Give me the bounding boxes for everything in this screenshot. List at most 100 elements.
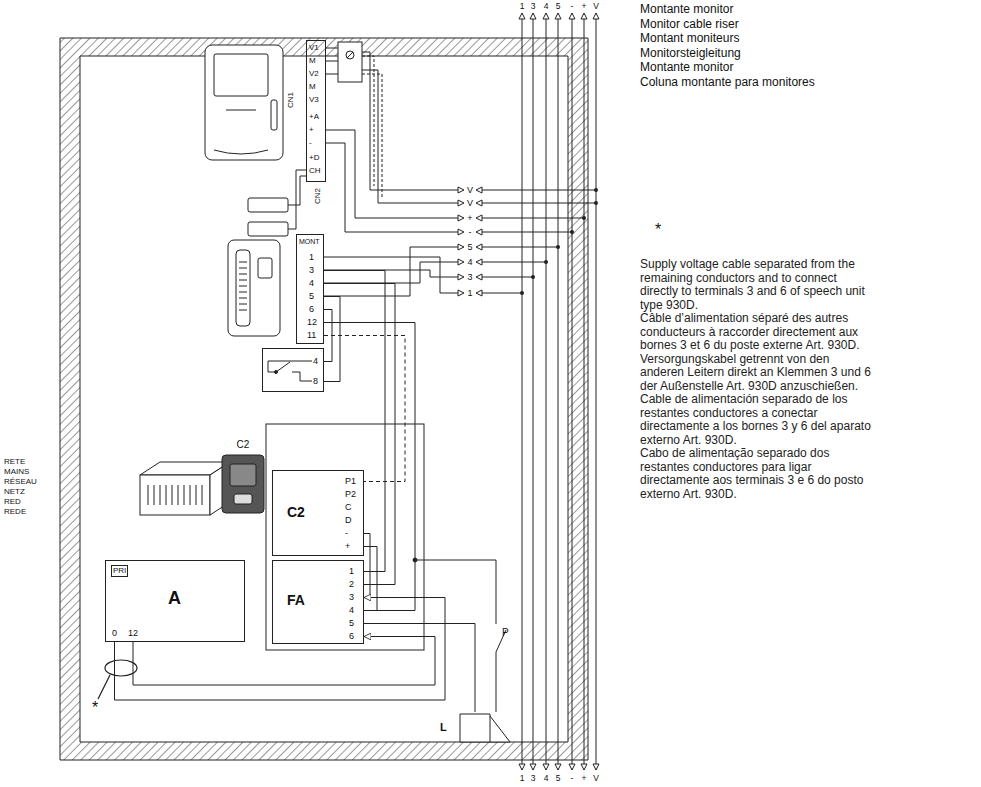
label-text: P [502, 628, 509, 638]
monitor-plug [346, 51, 354, 59]
cn2-plugs [288, 170, 306, 229]
pin-label: 8 [313, 377, 318, 386]
label-text: RED [4, 498, 21, 506]
label-text: MAINS [4, 468, 29, 476]
riser-stroke [458, 274, 464, 280]
door-phone-handset [228, 240, 280, 336]
riser-stroke [458, 229, 464, 235]
monitor-riser-wires [362, 70, 458, 203]
riser-stroke [544, 260, 548, 264]
label-text: 1 [520, 774, 525, 783]
label-text: CN2 [314, 188, 322, 204]
pin-label: M [309, 57, 316, 65]
door-phone-handset [236, 250, 250, 326]
riser-stroke [458, 215, 464, 221]
label-text: + [467, 214, 472, 223]
riser-lines [458, 13, 599, 770]
riser-stroke [533, 13, 534, 770]
monitor-plug [326, 42, 362, 82]
riser-stroke [582, 216, 586, 220]
pin-label: V2 [309, 70, 319, 78]
label-text: Monitor cable riser [640, 18, 739, 30]
entry-panel-c2 [222, 455, 264, 513]
interphone-riser-wires [324, 257, 458, 293]
riser-stroke [543, 13, 549, 19]
riser-stroke [458, 187, 464, 193]
wire-connector [364, 624, 475, 713]
label-text: - [571, 2, 574, 11]
pin-label: 12 [307, 318, 317, 327]
riser-stroke [519, 13, 525, 19]
pin-label: C [345, 503, 352, 512]
riser-stroke [476, 229, 482, 235]
riser-stroke [476, 200, 482, 206]
riser-stroke [546, 13, 547, 770]
label-text: 4 [544, 2, 549, 11]
riser-stroke [476, 244, 482, 250]
pin-label: M [309, 83, 316, 91]
video-monitor [205, 45, 283, 160]
entry-panel-c2 [234, 494, 252, 504]
note-paragraph: Cable de alimentación separado de los re… [640, 393, 876, 447]
door-switch-symbol [275, 371, 278, 374]
pin-label: + [309, 126, 314, 134]
riser-stroke [596, 13, 597, 770]
power-supply-unit [140, 475, 210, 515]
monitor-riser-wires [362, 56, 374, 186]
module-enclosure [266, 424, 424, 650]
label-text: RÉSEAU [4, 478, 37, 486]
switch-terminals: 48 [262, 348, 324, 392]
lock-l: L [440, 712, 512, 746]
label-text: V [467, 186, 473, 195]
label-text: 3 [531, 2, 536, 11]
riser-stroke [482, 277, 533, 278]
pin-label: PRI [111, 565, 128, 577]
label-text: REDE [4, 508, 26, 516]
hatched-enclosure [60, 38, 588, 760]
supply-cable-loop [98, 675, 110, 699]
door-phone-handset [258, 258, 272, 278]
fa-module: FA123456 [272, 560, 364, 644]
label-text: 5 [556, 2, 561, 11]
riser-stroke [482, 293, 522, 294]
interphone-riser-wires [324, 262, 458, 283]
terminal-strip: MONT134561211 [296, 234, 324, 344]
label-text: 5 [556, 774, 561, 783]
riser-stroke [555, 13, 561, 19]
module-label: L [440, 722, 447, 733]
video-monitor [214, 54, 268, 96]
wire-connector [324, 297, 340, 382]
riser-stroke [530, 13, 536, 19]
door-phone-handset [228, 240, 280, 336]
wire-connector [115, 598, 446, 701]
door-switch-symbol [268, 361, 312, 381]
label-text: C2 [237, 440, 250, 450]
pin-label: P2 [345, 490, 356, 499]
video-monitor [205, 45, 283, 160]
interphone-riser-wires [324, 247, 458, 296]
label-text: + [582, 2, 587, 11]
monitor-riser-wires [362, 74, 382, 199]
module-label: C2 [287, 505, 305, 519]
cn2-plugs [248, 222, 288, 236]
note-paragraph: Supply voltage cable separated from the … [640, 258, 876, 312]
cn2-plugs [248, 170, 306, 236]
riser-stroke [476, 215, 482, 221]
riser-stroke [476, 259, 482, 265]
interphone-riser-wires [324, 247, 458, 296]
module-label: A [168, 589, 181, 607]
riser-stroke [476, 187, 482, 193]
riser-stroke [520, 291, 524, 295]
label-text: 4 [467, 258, 472, 267]
pin-label: 1 [309, 253, 314, 262]
wire-connector [324, 310, 332, 362]
lock-symbol [458, 712, 512, 746]
transformer-a: APRI012 [105, 560, 245, 642]
label-text: 5 [467, 243, 472, 252]
pin-label: 0 [112, 629, 117, 638]
wire-connector [364, 547, 377, 611]
label-text: - [571, 774, 574, 783]
riser-stroke [581, 764, 587, 770]
pin-label: 2 [349, 580, 354, 589]
pin-label: +A [309, 113, 319, 121]
